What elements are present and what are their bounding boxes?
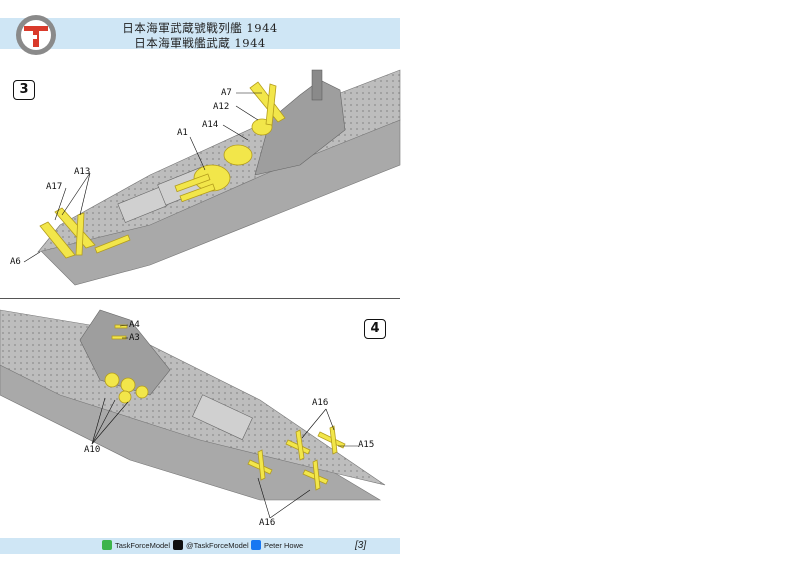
page-number: [3] [355, 540, 367, 551]
callout-a1: A1 [177, 128, 188, 138]
title-line-1: 日本海軍武蔵號戰列艦 1944 [122, 21, 278, 35]
step-3-badge: 3 [13, 80, 35, 100]
callout-a14: A14 [202, 120, 219, 130]
callout-a15: A15 [358, 440, 375, 450]
footer-band [0, 538, 400, 554]
step-3-ship [23, 69, 401, 286]
step-4-badge: 4 [364, 319, 386, 339]
facebook-icon [251, 540, 261, 550]
header-band [0, 18, 400, 49]
callout-a4: A4 [129, 320, 140, 330]
callout-a6: A6 [10, 257, 21, 267]
step-4-ship [0, 309, 386, 519]
taskforce-logo [16, 15, 56, 55]
footer-facebook: Peter Howe [264, 541, 304, 550]
footer-x-handle: @TaskForceModel [186, 541, 249, 550]
callout-a10: A10 [84, 445, 101, 455]
callout-a16-upper: A16 [312, 398, 329, 408]
callout-a17: A17 [46, 182, 63, 192]
callout-a13: A13 [74, 167, 91, 177]
step-divider [0, 298, 400, 299]
footer-wechat: TaskForceModel [115, 541, 171, 550]
x-icon [173, 540, 183, 550]
callout-a3: A3 [129, 333, 140, 343]
callout-a12: A12 [213, 102, 230, 112]
wechat-icon [102, 540, 112, 550]
title-line-2: 日本海軍戦艦武蔵 1944 [134, 36, 266, 50]
callout-a7: A7 [221, 88, 232, 98]
callout-a16-lower: A16 [259, 518, 276, 528]
